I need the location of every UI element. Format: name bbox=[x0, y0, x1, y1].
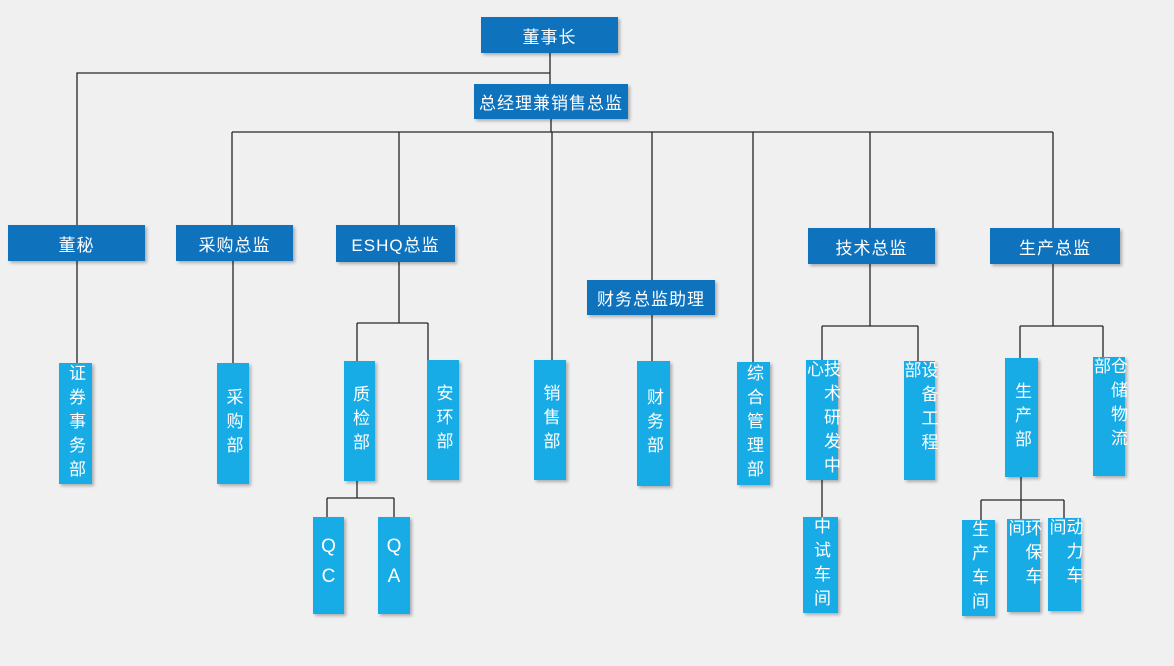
org-node-label: 综合管理部 bbox=[744, 363, 763, 484]
org-node-eshq-director[interactable]: ESHQ总监 bbox=[336, 225, 455, 262]
org-node-equipment-eng-dept[interactable]: 设备工程部 bbox=[901, 361, 938, 480]
org-node-label: QA bbox=[383, 535, 405, 596]
org-node-label: ESHQ总监 bbox=[351, 236, 440, 255]
org-node-label: 环保车间 bbox=[1005, 519, 1042, 591]
org-node-label: 生产总监 bbox=[1019, 238, 1091, 258]
org-node-label: 采购部 bbox=[223, 387, 243, 460]
org-node-label: 中试车间 bbox=[811, 517, 830, 613]
org-node-label: QC bbox=[318, 535, 339, 596]
org-node-safety-env-dept[interactable]: 安环部 bbox=[427, 360, 459, 480]
org-node-label: 证券事务部 bbox=[66, 363, 85, 484]
org-node-gm-sales-director[interactable]: 总经理兼销售总监 bbox=[474, 84, 628, 119]
org-node-qc[interactable]: QC bbox=[313, 517, 344, 614]
org-node-label: 设备工程部 bbox=[901, 361, 938, 457]
org-node-label: 技术总监 bbox=[835, 238, 908, 258]
org-node-production-workshop[interactable]: 生产车间 bbox=[962, 520, 995, 616]
org-node-qa[interactable]: QA bbox=[378, 517, 410, 614]
org-node-quality-inspection-dept[interactable]: 质检部 bbox=[344, 361, 375, 481]
org-node-label: 财务总监助理 bbox=[597, 290, 705, 309]
org-node-label: 采购总监 bbox=[198, 235, 271, 255]
org-node-pilot-workshop[interactable]: 中试车间 bbox=[803, 517, 838, 613]
org-node-finance-dept[interactable]: 财务部 bbox=[637, 361, 670, 486]
org-node-label: 生产车间 bbox=[969, 520, 988, 616]
org-node-chairman[interactable]: 董事长 bbox=[481, 17, 618, 53]
org-node-label: 董事长 bbox=[522, 27, 577, 47]
org-node-power-workshop[interactable]: 动力车间 bbox=[1046, 518, 1083, 611]
org-node-env-protection-workshop[interactable]: 环保车间 bbox=[1005, 519, 1042, 612]
org-node-general-admin-dept[interactable]: 综合管理部 bbox=[737, 362, 770, 485]
org-node-warehouse-logistics-dept[interactable]: 仓储物流部 bbox=[1091, 357, 1127, 476]
org-node-label: 生产部 bbox=[1012, 381, 1031, 454]
org-node-label: 董秘 bbox=[58, 235, 95, 255]
org-node-procurement-director[interactable]: 采购总监 bbox=[176, 225, 293, 261]
org-node-procurement-dept[interactable]: 采购部 bbox=[217, 363, 249, 484]
org-node-tech-director[interactable]: 技术总监 bbox=[808, 228, 935, 264]
org-node-label: 动力车间 bbox=[1046, 518, 1083, 590]
org-node-label: 质检部 bbox=[350, 385, 369, 457]
org-node-label: 销售部 bbox=[540, 384, 560, 456]
org-node-production-director[interactable]: 生产总监 bbox=[990, 228, 1120, 264]
org-node-board-secretary[interactable]: 董秘 bbox=[8, 225, 145, 261]
org-node-production-dept[interactable]: 生产部 bbox=[1005, 358, 1038, 477]
org-node-finance-director-assistant[interactable]: 财务总监助理 bbox=[587, 280, 715, 315]
org-node-rd-center[interactable]: 技术研发中心 bbox=[804, 360, 840, 480]
org-node-label: 总经理兼销售总监 bbox=[479, 94, 623, 113]
org-node-securities-affairs-dept[interactable]: 证券事务部 bbox=[59, 363, 92, 484]
org-node-label: 财务部 bbox=[644, 387, 663, 460]
org-node-label: 技术研发中心 bbox=[804, 360, 840, 480]
org-node-label: 仓储物流部 bbox=[1091, 357, 1127, 453]
org-node-sales-dept[interactable]: 销售部 bbox=[534, 360, 566, 480]
org-node-label: 安环部 bbox=[433, 384, 453, 456]
